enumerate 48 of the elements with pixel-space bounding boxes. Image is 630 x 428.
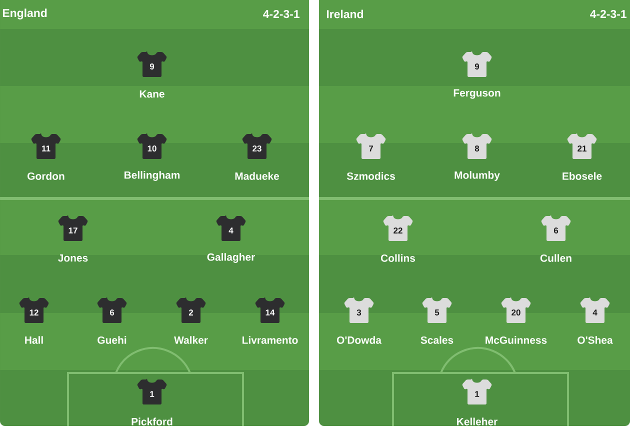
jersey: 20: [501, 296, 531, 323]
jersey: 22: [383, 214, 413, 241]
jersey: 4: [580, 296, 610, 323]
player-name: Gallagher: [207, 253, 255, 263]
player-name: Hall: [25, 336, 43, 344]
player-name: Ferguson: [454, 89, 500, 99]
jersey: 1: [462, 378, 492, 404]
jersey: 9: [462, 50, 492, 77]
player-name: Kelleher: [457, 418, 498, 426]
jersey: 5: [422, 296, 452, 323]
player-name: Madueke: [235, 172, 280, 180]
jersey: 17: [58, 214, 88, 241]
formation-label: 4-2-3-1: [263, 10, 300, 18]
player-name: Molumby: [454, 171, 500, 181]
player-name: McGuinness: [486, 336, 547, 344]
jersey: 23: [242, 132, 272, 159]
jersey: 2: [176, 296, 206, 323]
player-name: Guehi: [98, 336, 126, 344]
player-name: Scales: [420, 336, 454, 344]
player-name: O'Shea: [578, 336, 613, 344]
jersey: 6: [541, 214, 571, 241]
player-name: Pickford: [132, 418, 172, 426]
player-name: Cullen: [540, 254, 572, 262]
jersey: 9: [137, 50, 167, 77]
player-name: Jones: [58, 254, 88, 262]
jersey: 12: [19, 296, 49, 323]
player-name: O'Dowda: [336, 336, 382, 344]
jersey: 6: [97, 296, 127, 323]
jersey: 21: [567, 132, 597, 159]
jersey: 8: [462, 132, 492, 159]
jersey: 14: [255, 296, 285, 323]
player-name: Walker: [174, 336, 208, 344]
player-name: Gordon: [28, 172, 64, 180]
jersey: 4: [216, 214, 246, 241]
player-name: Livramento: [242, 336, 298, 344]
jersey: 1: [137, 378, 167, 404]
player-name: Kane: [140, 90, 164, 98]
formation-label: 4-2-3-1: [590, 10, 626, 18]
jersey: 11: [31, 132, 61, 159]
player-name: Collins: [381, 254, 416, 262]
jersey: 3: [344, 296, 374, 323]
player-name: Ebosele: [562, 172, 602, 180]
player-name: Szmodics: [346, 172, 395, 180]
jersey: 10: [137, 132, 167, 159]
jersey: 7: [356, 132, 386, 159]
team-name: England: [2, 8, 47, 20]
player-name: Bellingham: [124, 171, 180, 181]
team-name: Ireland: [326, 10, 363, 18]
